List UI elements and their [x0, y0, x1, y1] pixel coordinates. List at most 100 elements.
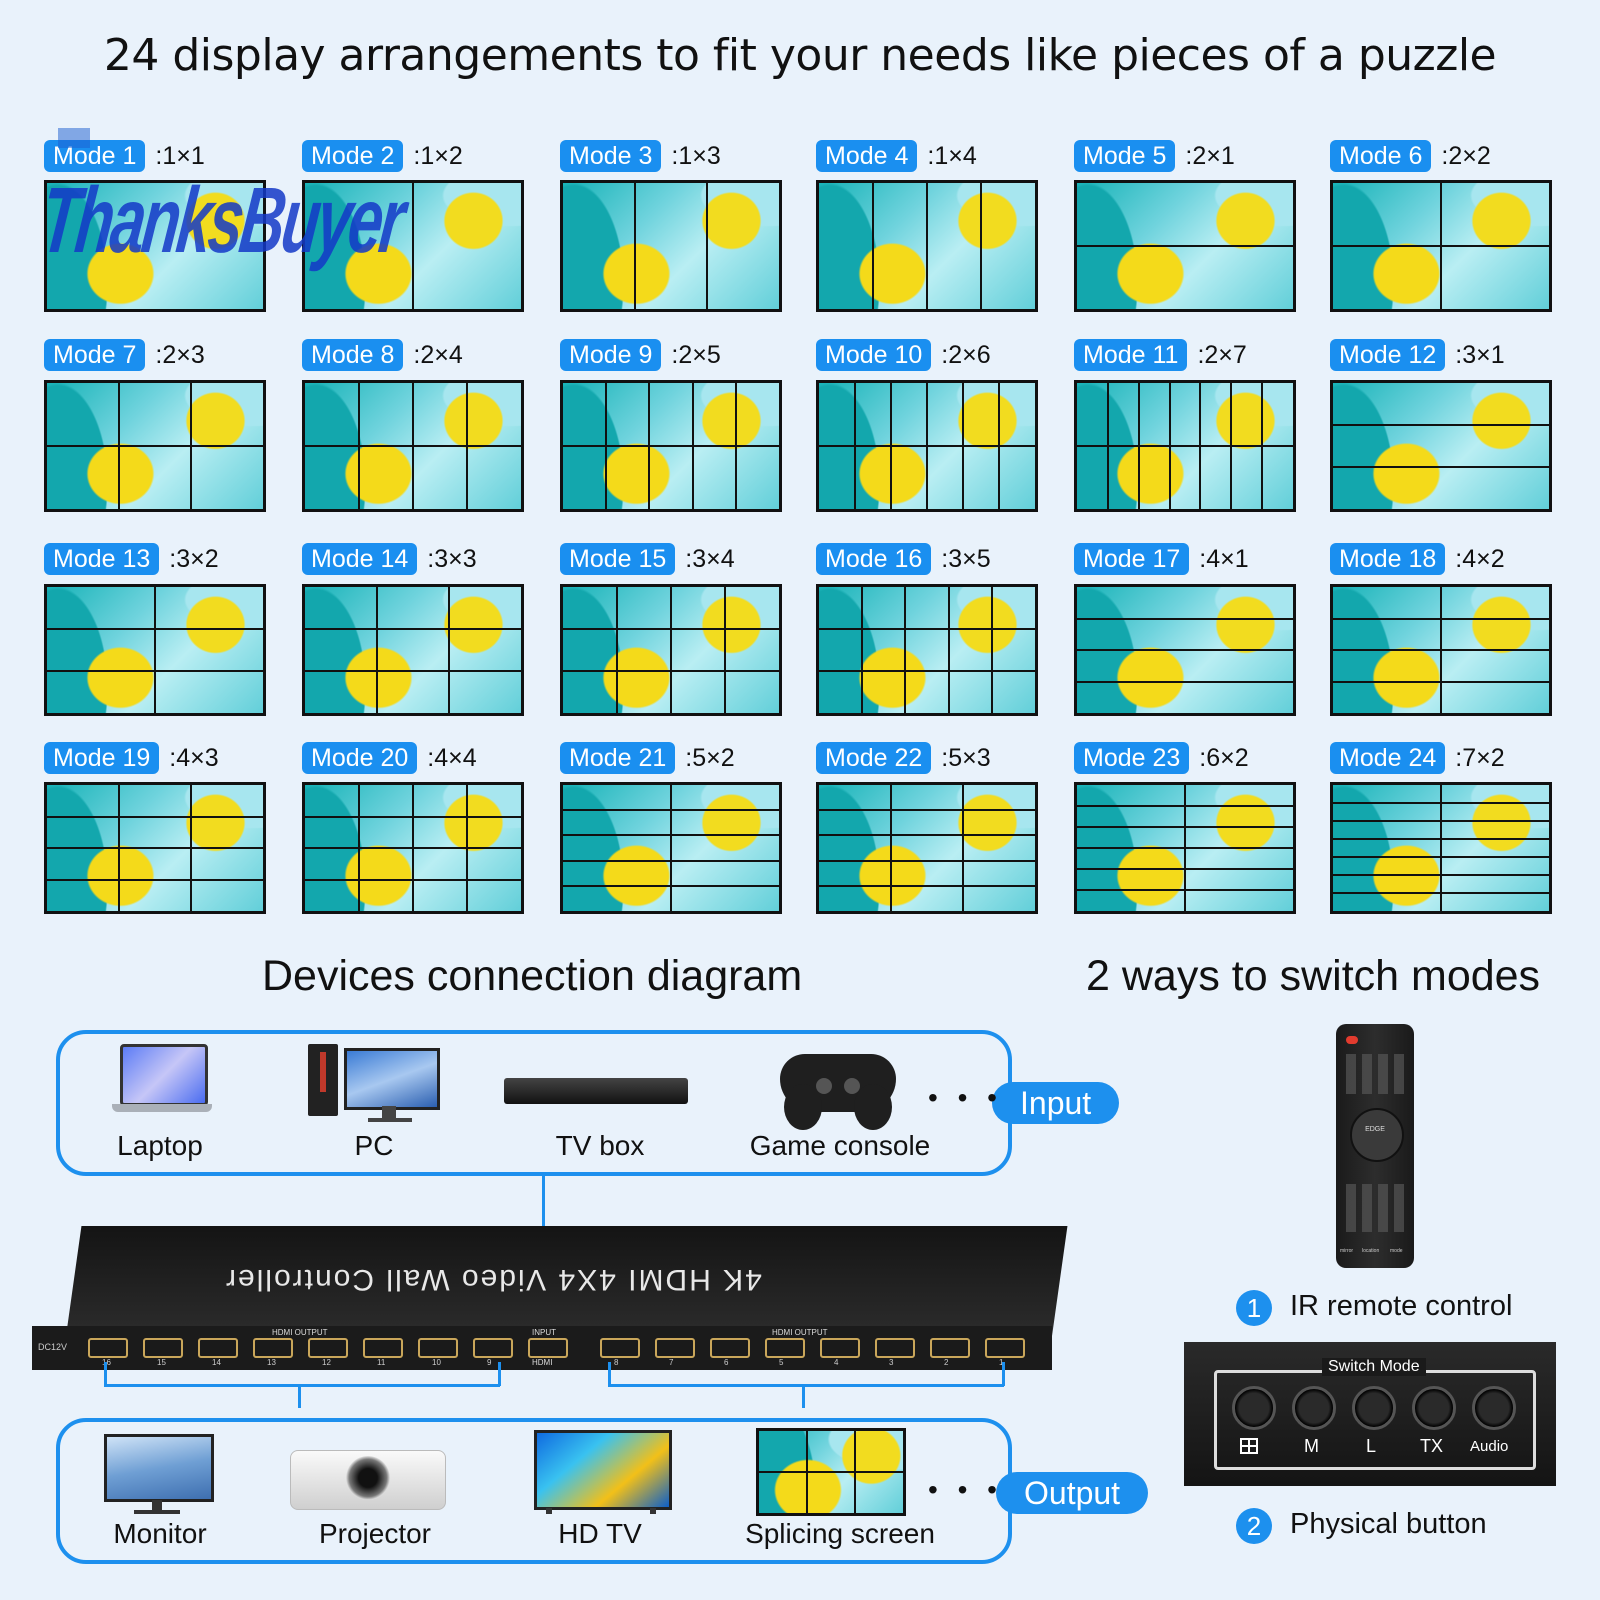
hdmi-input-port	[528, 1338, 568, 1358]
mode-badge: Mode 17	[1074, 543, 1190, 575]
output-bracket-right	[608, 1384, 1004, 1387]
mode-badge: Mode 3	[560, 140, 662, 172]
mode-badge: Mode 9	[560, 339, 662, 371]
input-port-label: INPUT	[532, 1328, 556, 1337]
mode-label: Mode 2:1×2	[302, 140, 463, 172]
hdmi-label: HDMI	[532, 1358, 553, 1367]
grid-divider	[305, 628, 521, 630]
grid-divider	[947, 587, 950, 713]
controller-name: 4K HDMI 4X4 Video Wall Controller	[224, 1263, 762, 1296]
mode-preview-screen	[302, 180, 524, 312]
pc-icon	[308, 1044, 440, 1130]
ir-remote-icon: EDGE mirror location mode	[1336, 1024, 1414, 1268]
mode-ratio: :3×2	[169, 544, 219, 573]
output-arrow-left	[298, 1384, 301, 1408]
grid-divider	[563, 628, 779, 630]
watermark-text: ThanksBuyer	[35, 169, 408, 274]
monitor-icon	[104, 1434, 214, 1516]
mode-preview-screen	[44, 180, 266, 312]
step-two-badge: 2	[1236, 1508, 1272, 1544]
m-button[interactable]	[1292, 1386, 1336, 1430]
mode-preview-screen	[1074, 380, 1296, 512]
mode-label: Mode 13:3×2	[44, 543, 219, 575]
dc-label: DC12V	[38, 1342, 68, 1352]
grid-divider	[1333, 874, 1549, 876]
grid-divider	[563, 445, 779, 447]
grid-divider	[1333, 820, 1549, 822]
port-number: 10	[432, 1358, 441, 1367]
mode-ratio: :1×4	[927, 141, 977, 170]
output-device-label: Projector	[318, 1518, 432, 1549]
mode-ratio: :3×3	[427, 544, 477, 573]
mode-label: Mode 17:4×1	[1074, 543, 1249, 575]
mode-label: Mode 11:2×7	[1074, 339, 1247, 371]
mode-badge: Mode 19	[44, 742, 160, 774]
audio-button[interactable]	[1472, 1386, 1516, 1430]
grid-divider	[1333, 856, 1549, 858]
mode-badge: Mode 6	[1330, 140, 1432, 172]
grid-divider	[1333, 892, 1549, 894]
output-bracket-right	[608, 1362, 611, 1386]
laptop-icon	[112, 1044, 212, 1120]
button-label: Audio	[1470, 1438, 1509, 1455]
mode-badge: Mode 18	[1330, 543, 1446, 575]
hdmi-port	[655, 1338, 695, 1358]
port-number: 12	[322, 1358, 331, 1367]
grid-divider	[819, 445, 1035, 447]
l-button[interactable]	[1352, 1386, 1396, 1430]
output-device-label: HD TV	[558, 1518, 642, 1549]
grid-divider	[47, 628, 263, 630]
mode-ratio: :1×3	[671, 141, 721, 170]
grid-divider	[1077, 889, 1293, 891]
mode-label: Mode 14 :3×3	[302, 543, 477, 575]
grid-divider	[819, 809, 1035, 812]
grid-divider	[412, 183, 414, 309]
mode-badge: Mode 10	[816, 339, 932, 371]
mode-label: Mode 4 :1×4	[816, 140, 977, 172]
output-device-label: Splicing screen	[745, 1518, 935, 1549]
hdmi-port	[473, 1338, 513, 1358]
grid-divider	[305, 847, 521, 849]
mode-label: Mode 19:4×3	[44, 742, 219, 774]
mode-preview-screen	[1330, 380, 1552, 512]
button-label: L	[1366, 1436, 1377, 1456]
output-arrow-right	[802, 1384, 805, 1408]
mode-badge: Mode 11	[1074, 339, 1188, 371]
grid-divider	[47, 815, 263, 818]
port-number: 8	[614, 1358, 619, 1367]
grid-divider	[1077, 805, 1293, 807]
mode-preview-screen	[302, 584, 524, 716]
ir-remote-label: IR remote control	[1290, 1290, 1513, 1322]
input-more-dots: • • •	[928, 1082, 1003, 1113]
mode-preview-screen	[1074, 180, 1296, 312]
grid-divider	[670, 785, 672, 911]
mode-ratio: :3×5	[941, 544, 991, 573]
port-number: 13	[267, 1358, 276, 1367]
tx-button[interactable]	[1412, 1386, 1456, 1430]
output-bracket-right	[1002, 1362, 1005, 1386]
mode-preview-screen	[560, 380, 782, 512]
mode-ratio: :1×1	[155, 141, 205, 170]
mode-label: Mode 20:4×4	[302, 742, 477, 774]
grid-divider	[563, 884, 779, 887]
grid-divider	[1077, 680, 1293, 683]
mode-badge: Mode 4	[816, 140, 918, 172]
hdmi-output-label: HDMI OUTPUT	[772, 1328, 828, 1337]
mode-label: Mode 24:7×2	[1330, 742, 1505, 774]
grid-divider	[1077, 649, 1293, 651]
grid-divider	[819, 628, 1035, 630]
mode-label: Mode 9:2×5	[560, 339, 721, 371]
hdmi-port	[88, 1338, 128, 1358]
mode-badge: Mode 14	[302, 543, 418, 575]
grid-divider	[376, 587, 378, 713]
physical-button-label: Physical button	[1290, 1508, 1487, 1540]
mode-label: Mode 15:3×4	[560, 543, 735, 575]
mode-preview-screen	[1330, 180, 1552, 312]
grid-divider	[706, 183, 708, 309]
projector-icon	[290, 1450, 446, 1510]
mode-grid-button[interactable]	[1232, 1386, 1276, 1430]
mode-ratio: :1×2	[413, 141, 463, 170]
grid-divider	[154, 587, 156, 713]
grid-divider	[819, 670, 1035, 672]
input-pill: Input	[992, 1082, 1120, 1124]
